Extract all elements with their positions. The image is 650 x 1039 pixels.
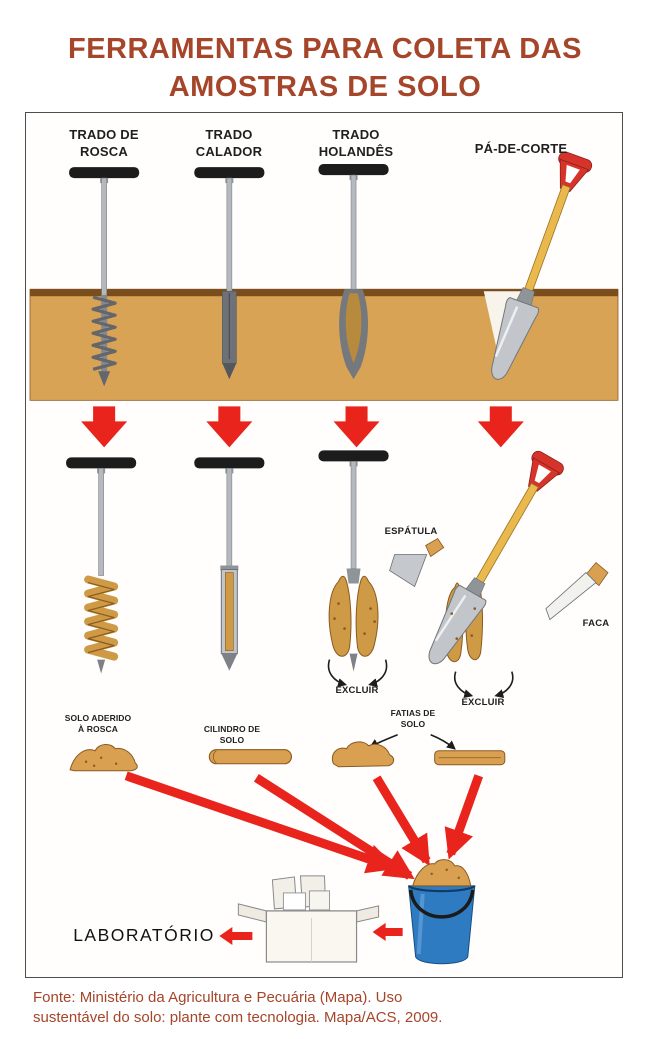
tube-auger-inserted xyxy=(194,167,265,380)
soil-slice-sample-1 xyxy=(331,741,395,768)
soil-bucket xyxy=(407,859,476,965)
red-converge-arrow xyxy=(124,771,398,874)
red-converge-arrows xyxy=(124,771,484,880)
red-down-arrow xyxy=(333,406,380,448)
soil-mound-sample xyxy=(69,743,138,772)
label-solo-aderido: SOLO ADERIDO À ROSCA xyxy=(43,713,153,735)
arrow-bucket-to-box xyxy=(372,922,403,941)
label-line: ROSCA xyxy=(80,143,128,159)
spade-extracted xyxy=(416,447,567,673)
curved-arrow xyxy=(454,671,474,699)
red-converge-arrow xyxy=(444,774,484,860)
dutch-auger-inserted xyxy=(318,164,389,380)
label-line: SOLO ADERIDO xyxy=(64,713,132,723)
red-converge-arrow xyxy=(253,773,415,880)
red-left-arrows xyxy=(219,922,403,945)
tube-auger-extracted xyxy=(194,457,265,671)
arrow-box-to-laboratory xyxy=(219,926,253,945)
label-line: À ROSCA xyxy=(78,724,118,735)
red-down-arrow xyxy=(477,406,524,448)
knife-icon xyxy=(545,561,609,621)
screw-auger-extracted xyxy=(66,457,137,674)
label-line: PÁ-DE-CORTE xyxy=(474,141,568,156)
label-excluir-right: EXCLUIR xyxy=(461,697,505,708)
curved-arrow xyxy=(368,659,388,688)
label-laboratorio: LABORATÓRIO xyxy=(73,925,215,945)
title-line-2: AMOSTRAS DE SOLO xyxy=(168,71,482,104)
label-excluir-left: EXCLUIR xyxy=(335,685,379,696)
footer-line-1: Fonte: Ministério da Agricultura e Pecuá… xyxy=(33,989,403,1006)
source-credit: Fonte: Ministério da Agricultura e Pecuá… xyxy=(33,988,613,1028)
red-converge-arrow xyxy=(372,775,431,867)
dutch-auger-extracted xyxy=(318,450,389,672)
label-line: TRADO DE xyxy=(69,127,139,142)
screw-auger-inserted xyxy=(69,167,140,387)
label-line: HOLANDÊS xyxy=(318,143,394,159)
label-trado-holandes: TRADO HOLANDÊS xyxy=(306,127,406,161)
curved-arrow xyxy=(430,733,456,750)
red-down-arrow xyxy=(206,406,253,448)
soil-slice-sample-2 xyxy=(434,750,506,766)
cardboard-box xyxy=(237,875,380,963)
red-down-arrows xyxy=(81,406,524,448)
label-cilindro-de-solo: CILINDRO DE SOLO xyxy=(177,724,287,746)
footer-line-2: sustentável do solo: plante com tecnolog… xyxy=(33,1008,443,1026)
curved-arrow xyxy=(494,671,514,699)
label-trado-calador: TRADO CALADOR xyxy=(179,127,279,161)
page-title: FERRAMENTAS PARA COLETA DAS AMOSTRAS DE … xyxy=(0,31,650,106)
diagram-frame: TRADO DE ROSCA TRADO CALADOR TRADO HOLAN… xyxy=(25,112,623,978)
title-line-1: FERRAMENTAS PARA COLETA DAS xyxy=(67,33,582,66)
label-line: SOLO xyxy=(219,735,245,746)
label-line: SOLO xyxy=(400,719,426,730)
label-pa-de-corte: PÁ-DE-CORTE xyxy=(456,141,586,158)
diagram-illustration xyxy=(29,148,619,965)
label-line: CILINDRO DE xyxy=(203,724,261,734)
label-trado-de-rosca: TRADO DE ROSCA xyxy=(54,127,154,161)
label-line: CALADOR xyxy=(195,143,263,159)
label-line: TRADO xyxy=(205,127,253,142)
red-down-arrow xyxy=(81,406,128,448)
soil-cylinder-sample xyxy=(208,749,292,765)
label-faca: FACA xyxy=(582,618,610,629)
spatula-icon xyxy=(389,537,445,588)
label-line: FATIAS DE xyxy=(390,708,436,718)
label-espatula: ESPÁTULA xyxy=(384,526,438,537)
label-fatias-de-solo: FATIAS DE SOLO xyxy=(358,708,468,730)
label-line: TRADO xyxy=(332,127,380,142)
curved-arrow xyxy=(327,659,347,688)
